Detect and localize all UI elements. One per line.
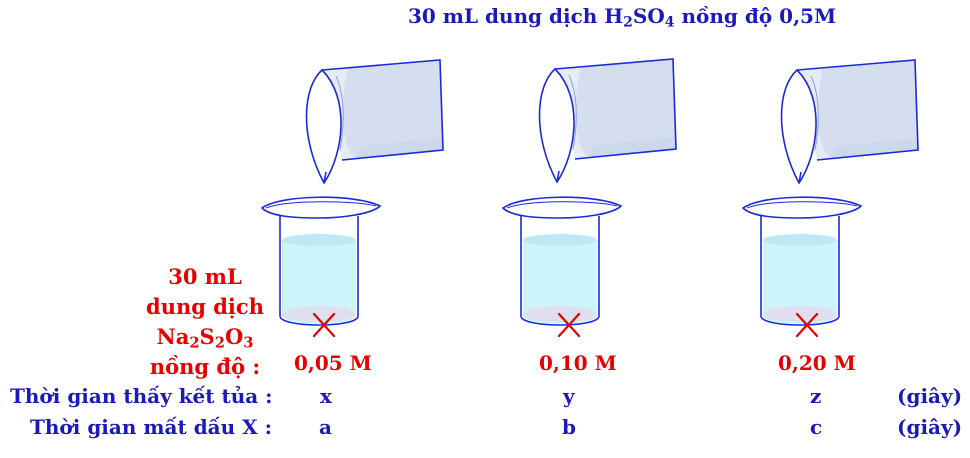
disappear-time-label: Thời gian mất dấu X : bbox=[30, 415, 273, 439]
x-mark-icon bbox=[312, 312, 336, 338]
disappear-value-b: b bbox=[562, 415, 576, 439]
disappear-value-c: c bbox=[810, 415, 823, 439]
precipitate-value-x: x bbox=[320, 384, 332, 408]
pouring-beaker-icon bbox=[780, 59, 919, 184]
receiving-beaker-icon bbox=[261, 196, 381, 326]
thiosulfate-label: 30 mL dung dịch Na2S2O3 nồng độ : bbox=[140, 262, 270, 382]
x-mark-icon bbox=[557, 312, 581, 338]
concentration-2: 0,10 M bbox=[539, 351, 617, 375]
pouring-beaker-icon bbox=[538, 58, 677, 183]
precipitate-value-z: z bbox=[810, 384, 822, 408]
precipitate-time-label: Thời gian thấy kết tủa : bbox=[10, 384, 273, 408]
concentration-1: 0,05 M bbox=[294, 351, 372, 375]
precipitate-value-y: y bbox=[563, 384, 575, 408]
receiving-beaker-icon bbox=[502, 196, 622, 326]
disappear-value-a: a bbox=[319, 415, 332, 439]
pouring-beaker-icon bbox=[305, 59, 444, 184]
formula-na2s2o3: Na2S2O3 bbox=[156, 324, 254, 352]
concentration-3: 0,20 M bbox=[778, 351, 856, 375]
page-title: 30 mL dung dịch H2SO4 nồng độ 0,5M bbox=[408, 4, 837, 31]
disappear-unit: (giây) bbox=[897, 415, 963, 439]
receiving-beaker-icon bbox=[742, 196, 862, 326]
x-mark-icon bbox=[795, 312, 819, 338]
precipitate-unit: (giây) bbox=[897, 384, 963, 408]
